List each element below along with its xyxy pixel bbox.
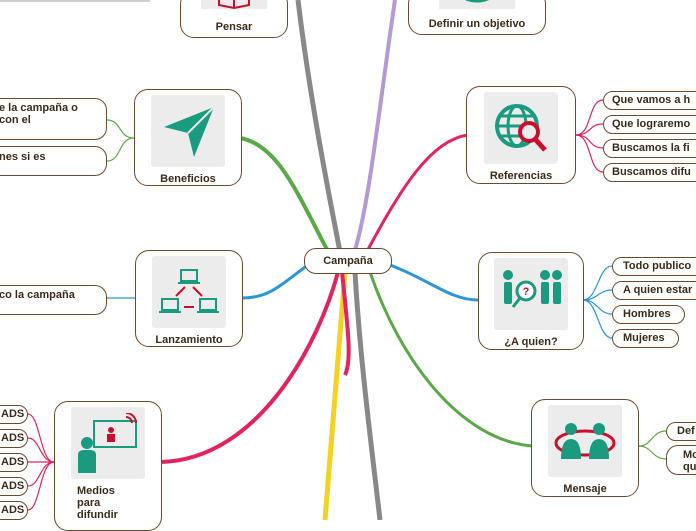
topic-beneficios-label: Beneficios (160, 173, 216, 185)
central-topic[interactable]: Campaña (304, 248, 392, 274)
subtopic-referencias-3[interactable]: Buscamos la fi (603, 139, 696, 158)
subtopic-label: e la campaña o con el (0, 102, 78, 126)
subtopic-quien-3[interactable]: Hombres (612, 305, 685, 324)
subtopic-quien-2[interactable]: A quien estar (612, 281, 696, 300)
connector-quien-4 (582, 299, 613, 339)
subtopic-label: ADS (1, 432, 25, 444)
subtopic-label: ADS (1, 408, 25, 420)
subtopic-label: Mo qu (683, 449, 696, 473)
topic-referencias-label: Referencias (489, 170, 553, 182)
globe-search-icon (484, 92, 558, 164)
svg-text:?: ? (523, 286, 530, 298)
subtopic-label: Todo publico (623, 260, 692, 272)
connector-beneficios-1 (106, 119, 135, 139)
subtopic-mensaje-1[interactable]: Def (666, 422, 696, 441)
topic-medios[interactable]: Medios para difundir (54, 401, 162, 531)
branch-beneficios (239, 136, 332, 256)
topic-quien-label: ¿A quien? (504, 336, 558, 348)
subtopic-quien-4[interactable]: Mujeres (612, 329, 679, 348)
central-topic-label: Campaña (323, 255, 373, 267)
topic-beneficios[interactable]: Beneficios (134, 89, 242, 186)
subtopic-medios-2[interactable]: ADS (0, 429, 28, 448)
topic-lanzamiento-label: Lanzamiento (155, 334, 223, 346)
topic-referencias[interactable]: Referencias (466, 86, 576, 184)
branch-bottom-gray (352, 271, 383, 520)
network-icon (152, 256, 226, 328)
top-scrollbar[interactable] (0, 0, 150, 2)
subtopic-lanzamiento-1[interactable]: co la campaña (0, 285, 107, 315)
connector-quien-1 (582, 265, 613, 301)
connector-referencias-1 (575, 99, 604, 136)
connector-medios-2 (27, 437, 55, 463)
branch-bottom-pink (340, 271, 351, 376)
connector-quien-3 (582, 299, 613, 315)
paper-plane-icon (151, 95, 225, 167)
connector-medios-1 (27, 413, 55, 463)
branch-objetivo (353, 0, 397, 251)
topic-quien[interactable]: ? ¿A quien? (478, 252, 584, 350)
branch-lanzamiento (241, 263, 309, 300)
topic-mensaje[interactable]: Mensaje (531, 399, 639, 497)
mind-map-connectors (27, 0, 667, 520)
subtopic-label: Hombres (623, 308, 671, 320)
connector-mensaje-1 (638, 430, 667, 447)
connector-referencias-4 (575, 134, 604, 173)
subtopic-label: ADS (1, 480, 25, 492)
topic-lanzamiento[interactable]: Lanzamiento (135, 250, 243, 347)
subtopic-referencias-2[interactable]: Que lograremo (603, 115, 696, 134)
subtopic-medios-3[interactable]: ADS (0, 453, 28, 472)
subtopic-quien-1[interactable]: Todo publico (612, 257, 696, 276)
subtopic-beneficios-2[interactable]: nes si es (0, 146, 107, 176)
subtopic-label: Mujeres (623, 332, 665, 344)
connector-mensaje-2 (638, 445, 667, 460)
subtopic-beneficios-1[interactable]: e la campaña o con el (0, 98, 107, 140)
connector-beneficios-2 (106, 137, 135, 162)
target-icon (439, 0, 515, 12)
branch-referencias (363, 133, 469, 256)
people-question-icon: ? (494, 258, 568, 330)
subtopic-label: A quien estar (623, 284, 693, 296)
branch-bottom-yellow (322, 271, 348, 520)
presenter-icon (71, 407, 145, 479)
subtopic-mensaje-2[interactable]: Mo qu (666, 445, 696, 475)
book-icon (201, 0, 267, 12)
connector-referencias-2 (575, 123, 604, 136)
subtopic-label: Buscamos la fi (612, 142, 690, 154)
subtopic-label: Que lograremo (612, 118, 691, 130)
branch-medios (159, 271, 340, 464)
topic-medios-label: Medios para difundir (77, 485, 118, 521)
subtopic-label: ADS (1, 504, 25, 516)
topic-objetivo[interactable]: Definir un objetivo (408, 0, 546, 35)
connector-medios-5 (27, 461, 55, 511)
conversation-icon (548, 405, 622, 477)
subtopic-referencias-4[interactable]: Buscamos difu (603, 163, 696, 182)
subtopic-label: Buscamos difu (612, 166, 691, 178)
topic-objetivo-label: Definir un objetivo (428, 18, 526, 30)
subtopic-label: co la campaña (0, 289, 75, 301)
connector-referencias-3 (575, 134, 604, 149)
branch-mensaje (368, 271, 533, 448)
branch-quien (389, 263, 479, 302)
topic-pensar[interactable]: Pensar (180, 0, 288, 38)
subtopic-label: ADS (1, 456, 25, 468)
subtopic-medios-1[interactable]: ADS (0, 405, 28, 424)
branch-pensar (295, 0, 343, 253)
subtopic-label: Que vamos a h (612, 94, 691, 106)
subtopic-medios-4[interactable]: ADS (0, 477, 28, 496)
subtopic-medios-5[interactable]: ADS (0, 501, 28, 520)
subtopic-referencias-1[interactable]: Que vamos a h (603, 91, 696, 110)
subtopic-label: Def (677, 425, 695, 437)
topic-pensar-label: Pensar (215, 21, 253, 33)
subtopic-label: nes si es (0, 151, 46, 163)
topic-mensaje-label: Mensaje (563, 483, 607, 495)
